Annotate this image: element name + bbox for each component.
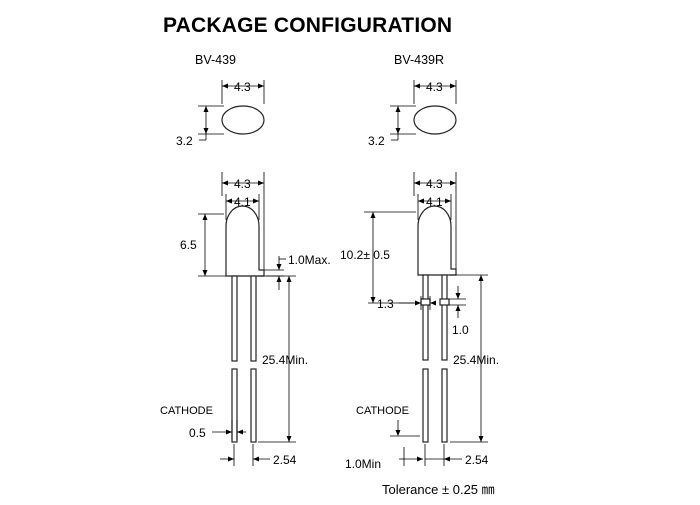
left-side-view: 4.3 4.1 6.5 <box>160 172 331 467</box>
left-top-depth-label: 3.2 <box>176 134 193 148</box>
left-cathode-lead <box>231 275 238 362</box>
right-cathode-label: CATHODE <box>356 405 409 417</box>
right-model-label: BV-439R <box>394 53 444 67</box>
right-top-depth-label: 3.2 <box>368 134 385 148</box>
right-side-view: 4.3 4.1 10.2± 0.5 <box>340 172 499 471</box>
tolerance-note: Tolerance ± 0.25 ㎜ <box>382 482 495 497</box>
right-cathode-standoff <box>420 298 431 306</box>
right-body-width-label: 4.3 <box>426 177 443 191</box>
right-anode-lead <box>441 274 448 361</box>
left-model-label: BV-439 <box>195 53 236 67</box>
right-lens-width-label: 4.1 <box>426 195 443 209</box>
left-lead-width-label: 0.5 <box>189 426 206 440</box>
page-title: PACKAGE CONFIGURATION <box>163 14 453 37</box>
right-standoff-height-label: 1.0 <box>452 323 469 337</box>
left-package: BV-439 4.3 3.2 <box>160 53 331 467</box>
right-standoff-width-label: 1.3 <box>377 297 394 311</box>
right-pitch-label: 2.54 <box>465 453 489 467</box>
right-lead-length-label: 25.4Min. <box>453 353 499 367</box>
right-led-body <box>417 205 457 276</box>
left-anode-lead <box>250 275 257 362</box>
left-top-view: 4.3 3.2 <box>176 80 265 148</box>
right-anode-standoff <box>439 298 450 306</box>
right-package: BV-439R 4.3 3.2 <box>340 53 499 471</box>
left-lens-width-label: 4.1 <box>234 195 251 209</box>
left-top-width-label: 4.3 <box>234 80 251 94</box>
right-lead-offset-label: 1.0Min <box>345 457 381 471</box>
left-body-width-label: 4.3 <box>234 177 251 191</box>
left-flange-label: 1.0Max. <box>288 253 331 267</box>
left-top-outline <box>221 105 265 135</box>
left-cathode-label: CATHODE <box>160 405 213 417</box>
right-top-outline <box>413 105 457 135</box>
left-pitch-label: 2.54 <box>273 453 297 467</box>
right-cathode-lead <box>422 274 429 361</box>
right-body-height-label: 10.2± 0.5 <box>340 248 390 262</box>
left-led-body <box>225 205 265 277</box>
left-body-height-label: 6.5 <box>180 238 197 252</box>
right-top-view: 4.3 3.2 <box>368 80 457 148</box>
right-top-width-label: 4.3 <box>426 80 443 94</box>
left-lead-length-label: 25.4Min. <box>262 353 308 367</box>
